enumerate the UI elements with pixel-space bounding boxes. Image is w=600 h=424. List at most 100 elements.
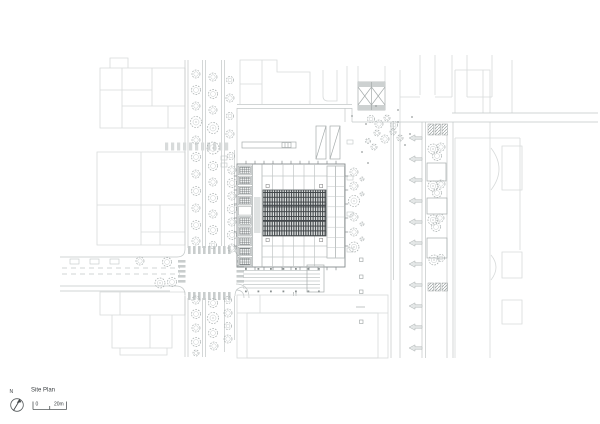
tree-canopy-inner [227,77,233,83]
crosswalk-stripe [193,292,196,300]
tree-canopy [436,142,446,152]
tree-canopy [208,298,218,308]
tree-canopy [432,188,442,198]
crosswalk-stripe [223,292,226,300]
tree-symbol [437,254,445,262]
tree-canopy [227,191,237,201]
crosswalk-stripe [213,292,216,300]
tree-symbol [427,180,439,192]
tree-symbol [208,105,218,115]
tree-canopy [383,114,391,122]
tree-symbol [191,169,201,179]
crosswalk-stripe [178,260,186,263]
tree-canopy [226,112,234,120]
tree-canopy [191,69,201,79]
tree-canopy-inner [193,222,199,228]
left-turn-arrow [408,155,423,163]
tree-canopy-inner [192,118,200,126]
tree-canopy [227,230,237,240]
tree-symbol [227,152,235,160]
tree-symbol [223,308,233,318]
tree-symbol [349,181,359,191]
planter-box [426,162,447,182]
tree-canopy [191,85,201,95]
tree-canopy [431,222,441,232]
crosswalk-stripe [236,265,244,268]
lamp-dot [361,151,363,153]
tree-canopy-inner [210,195,216,201]
canopy-post-dot [282,268,285,270]
tree-canopy-inner [360,192,364,196]
tree-canopy [207,122,219,134]
tree-canopy [367,115,375,123]
tree-canopy-inner [372,145,376,149]
south-building [236,294,389,359]
tree-canopy [208,328,218,338]
crosswalk-stripe [213,142,217,151]
left-turn-arrow [408,281,423,289]
tree-trunk [432,185,434,187]
tree-canopy [348,195,360,207]
tree-symbol [227,191,237,201]
crosswalk-stripe [198,246,201,254]
tree-symbol [370,143,378,151]
crosswalk-stripe [201,142,205,151]
tree-canopy-inner [228,153,234,159]
crosswalk-stripe [178,265,186,268]
tree-symbol [359,221,365,227]
tree-canopy-inner [434,153,440,159]
tree-canopy-inner [193,188,199,194]
canopy-post-dot [245,290,247,293]
crosswalk-stripe [177,142,181,151]
tree-symbol [365,138,371,144]
tree-symbol [191,295,201,305]
tree-canopy [208,193,218,203]
tree-canopy [192,349,200,357]
tree-symbol [431,222,441,232]
tree-canopy [208,225,218,235]
crosswalk-stripe [203,246,206,254]
tree-canopy-inner [229,193,235,199]
bench-rect [346,247,354,253]
tree-canopy [191,236,201,246]
left-turn-arrow [408,176,423,184]
scale-bar: 0 20m [32,401,67,410]
tree-symbol [223,334,233,344]
tree-symbol [207,122,219,134]
tree-symbol [225,129,235,139]
tree-symbol [191,236,201,246]
tree-canopy [349,227,359,237]
tree-symbol [190,116,202,128]
tree-canopy-inner [193,103,199,109]
tree-canopy [427,214,439,226]
tree-canopy-inner [210,300,216,306]
tree-symbol [227,230,237,240]
core-cell-grid [239,227,251,235]
tree-canopy-inner [398,136,402,140]
site-square [359,319,364,324]
canopy-post-dot [307,290,310,293]
crosswalk-stripe [165,142,169,151]
tree-canopy [135,256,145,266]
tree-symbol [162,257,172,267]
tree-canopy [349,167,359,177]
tree-canopy [224,322,232,330]
tree-symbol [348,195,360,207]
lamp-dot [397,121,399,123]
tree-canopy [227,243,237,253]
tree-canopy [370,143,378,151]
tree-canopy [373,129,381,137]
hatched-island [441,282,448,292]
canopy-post-dot [318,290,320,293]
bench-rect [346,175,354,181]
tree-symbol [389,128,397,136]
left-turn-arrow [408,323,423,331]
tree-canopy-inner [229,180,235,186]
tree-symbol [207,312,219,324]
left-turn-arrow [408,260,423,268]
tree-canopy-inner [433,224,439,230]
tree-symbol [436,179,446,189]
core-light-bar [254,197,261,233]
tree-canopy-inner [391,122,397,128]
tree-canopy-inner [210,179,216,185]
